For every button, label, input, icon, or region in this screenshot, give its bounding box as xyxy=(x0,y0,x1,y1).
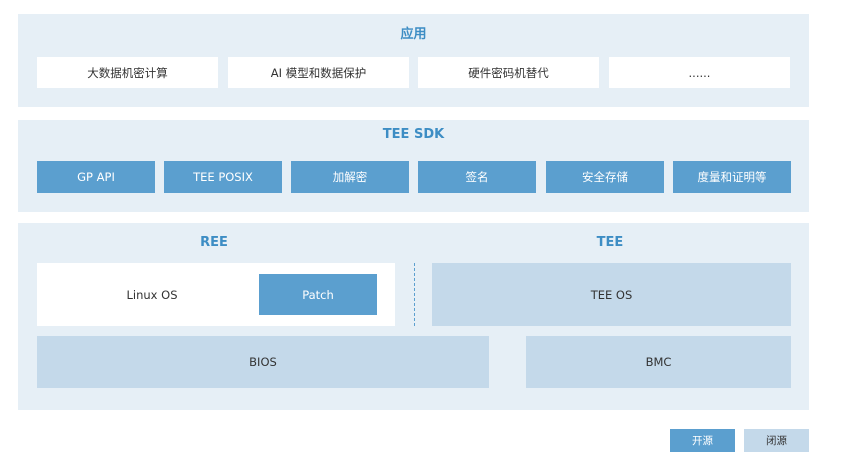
tee-title: TEE xyxy=(596,235,624,250)
sdk-item-secure-storage: 安全存储 xyxy=(546,161,664,193)
ree-title: REE xyxy=(200,235,228,250)
bmc-box: BMC xyxy=(526,336,791,388)
sdk-item-tee-posix: TEE POSIX xyxy=(164,161,282,193)
legend-closed-source: 闭源 xyxy=(744,429,809,452)
tee-sdk-layer-title: TEE SDK xyxy=(382,127,445,142)
app-item-big-data-confidential-computing: 大数据机密计算 xyxy=(37,57,218,88)
sdk-item-gp-api: GP API xyxy=(37,161,155,193)
app-item-hardware-crypto-replacement: 硬件密码机替代 xyxy=(418,57,599,88)
tee-sdk-layer-panel: TEE SDK GP API TEE POSIX 加解密 签名 安全存储 度量和… xyxy=(18,120,809,212)
ree-tee-divider xyxy=(414,263,415,326)
patch-box: Patch xyxy=(259,274,377,315)
sdk-item-signature: 签名 xyxy=(418,161,536,193)
app-item-ai-model-data-protection: AI 模型和数据保护 xyxy=(228,57,409,88)
legend-open-source: 开源 xyxy=(670,429,735,452)
application-layer-title: 应用 xyxy=(400,27,427,42)
sdk-item-measurement-attestation: 度量和证明等 xyxy=(673,161,791,193)
application-layer-panel: 应用 大数据机密计算 AI 模型和数据保护 硬件密码机替代 ...... xyxy=(18,14,809,107)
tee-os-box: TEE OS xyxy=(432,263,791,326)
app-item-more: ...... xyxy=(609,57,790,88)
platform-layer-panel: REE TEE Linux OS Patch TEE OS BIOS BMC xyxy=(18,223,809,410)
linux-os-label: Linux OS xyxy=(126,287,178,302)
sdk-item-encryption-decryption: 加解密 xyxy=(291,161,409,193)
bios-box: BIOS xyxy=(37,336,489,388)
